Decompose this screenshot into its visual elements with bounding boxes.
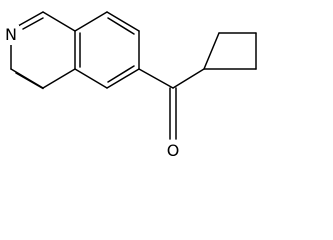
oxygen-label: O [167, 141, 180, 160]
bond-c6-c5 [106, 68, 140, 89]
chemical-structure: N O [3, 11, 257, 160]
nitrogen-label-background [3, 25, 19, 45]
cyclobutane-ring [203, 32, 257, 70]
bond-c6-carbonyl [138, 68, 174, 89]
bond-carbonyl-cyclobutyl [172, 68, 205, 89]
bond-c5-c4a [74, 68, 108, 89]
bond-c1-n2 [17, 11, 44, 27]
bond-c1-n2-inner [22, 17, 44, 30]
bond-c6-c5-inner [107, 65, 135, 83]
bond-c8a-c8 [74, 11, 108, 32]
nitrogen-label: N [5, 25, 17, 44]
bond-cb-top [203, 32, 220, 70]
bond-c8-c7-inner [107, 17, 135, 35]
pyridine-ring [10, 11, 81, 90]
bond-c4-c4a [42, 68, 76, 89]
bond-c3-c4-inner [15, 72, 44, 90]
oxygen-label-background [165, 140, 181, 160]
benzene-ring [74, 11, 140, 89]
bond-c8-c7 [106, 11, 140, 32]
bond-c8a-c1 [42, 11, 76, 32]
carbonyl-group [138, 68, 205, 140]
